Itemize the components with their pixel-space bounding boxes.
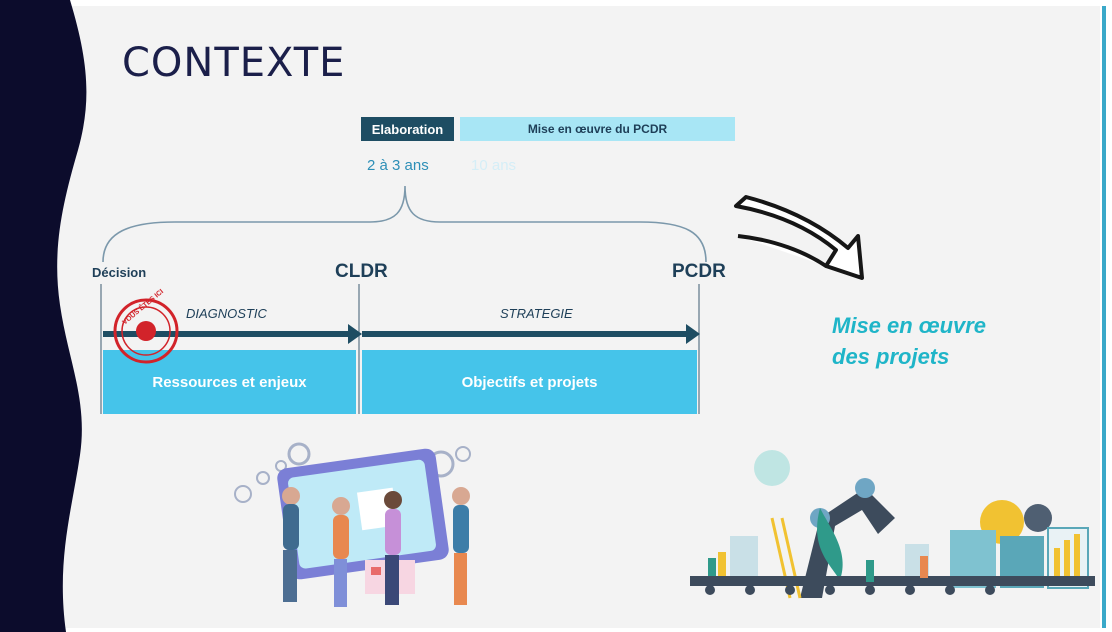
arrow-strategie-head bbox=[686, 324, 700, 344]
phase-badge-implementation: Mise en œuvre du PCDR bbox=[460, 117, 735, 141]
block-objectifs: Objectifs et projets bbox=[362, 350, 697, 414]
location-stamp-icon bbox=[113, 298, 179, 364]
timeline-brace bbox=[102, 185, 707, 263]
phase-label-strategie: STRATEGIE bbox=[500, 306, 573, 321]
curved-arrow-icon bbox=[734, 195, 864, 280]
right-edge-accent bbox=[1102, 6, 1106, 628]
arrow-diagnostic-head bbox=[348, 324, 362, 344]
phase-badge-elaboration: Elaboration bbox=[361, 117, 454, 141]
duration-implementation: 10 ans bbox=[471, 157, 517, 174]
team-illustration bbox=[234, 442, 471, 607]
milestone-decision: Décision bbox=[92, 265, 147, 280]
cta-line-2: des projets bbox=[832, 344, 950, 369]
factory-illustration bbox=[690, 450, 1095, 599]
slide-title: CONTEXTE bbox=[122, 40, 346, 86]
milestone-pcdr: PCDR bbox=[672, 261, 726, 282]
call-to-action: Mise en œuvre des projets bbox=[832, 310, 1062, 372]
phase-label-diagnostic: DIAGNOSTIC bbox=[186, 306, 267, 321]
wavy-left-band bbox=[0, 0, 87, 632]
duration-elaboration: 2 à 3 ans bbox=[367, 157, 429, 174]
milestone-cldr: CLDR bbox=[335, 261, 388, 282]
cta-line-1: Mise en œuvre bbox=[832, 313, 987, 338]
